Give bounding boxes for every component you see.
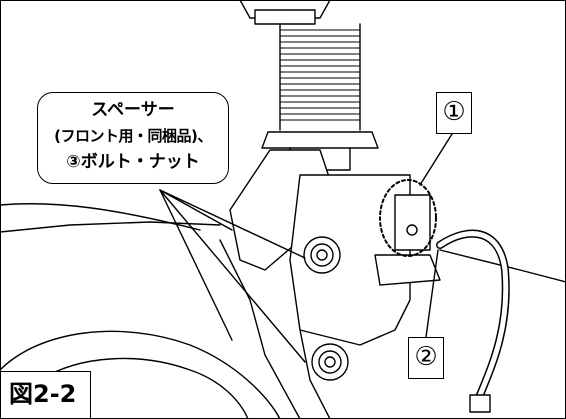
brake-hose-inner bbox=[437, 231, 509, 403]
leader-line-3 bbox=[159, 189, 233, 231]
figure-label: 図2-2 bbox=[0, 371, 91, 419]
knuckle-arm bbox=[219, 239, 301, 419]
highlight-circle bbox=[379, 179, 437, 257]
callout-line-2: (フロント用・同梱品)、 bbox=[54, 127, 212, 145]
leader-line-1 bbox=[159, 189, 306, 259]
marker-label-2: ② bbox=[408, 337, 444, 379]
leader-line-4 bbox=[159, 189, 233, 341]
leader-marker-2 bbox=[425, 249, 439, 338]
hose-fitting bbox=[469, 394, 491, 413]
hub-ring-inner bbox=[39, 357, 249, 419]
brake-line-bracket bbox=[394, 194, 431, 251]
bolt-upper bbox=[303, 236, 341, 274]
leader-line-2 bbox=[159, 189, 306, 363]
leader-marker-1 bbox=[419, 133, 453, 186]
bracket-tab bbox=[374, 254, 441, 286]
callout-line-1: スペーサー bbox=[91, 100, 175, 120]
knuckle-arm-2 bbox=[299, 329, 331, 419]
ground-line-right bbox=[439, 249, 566, 283]
callout-spacer-bolt: スペーサー (フロント用・同梱品)、 ③ボルト・ナット bbox=[37, 92, 229, 184]
marker-label-1: ① bbox=[436, 92, 472, 134]
lock-ring bbox=[261, 131, 379, 149]
bolt-lower bbox=[311, 343, 349, 381]
bracket-hole bbox=[406, 224, 418, 236]
body-panel-left bbox=[0, 203, 201, 231]
spring-coils bbox=[279, 29, 361, 121]
callout-line-3: ③ボルト・ナット bbox=[66, 152, 200, 172]
hub-ring bbox=[0, 330, 281, 419]
spring-collar-top bbox=[254, 9, 316, 25]
ground-line-left bbox=[0, 221, 221, 233]
